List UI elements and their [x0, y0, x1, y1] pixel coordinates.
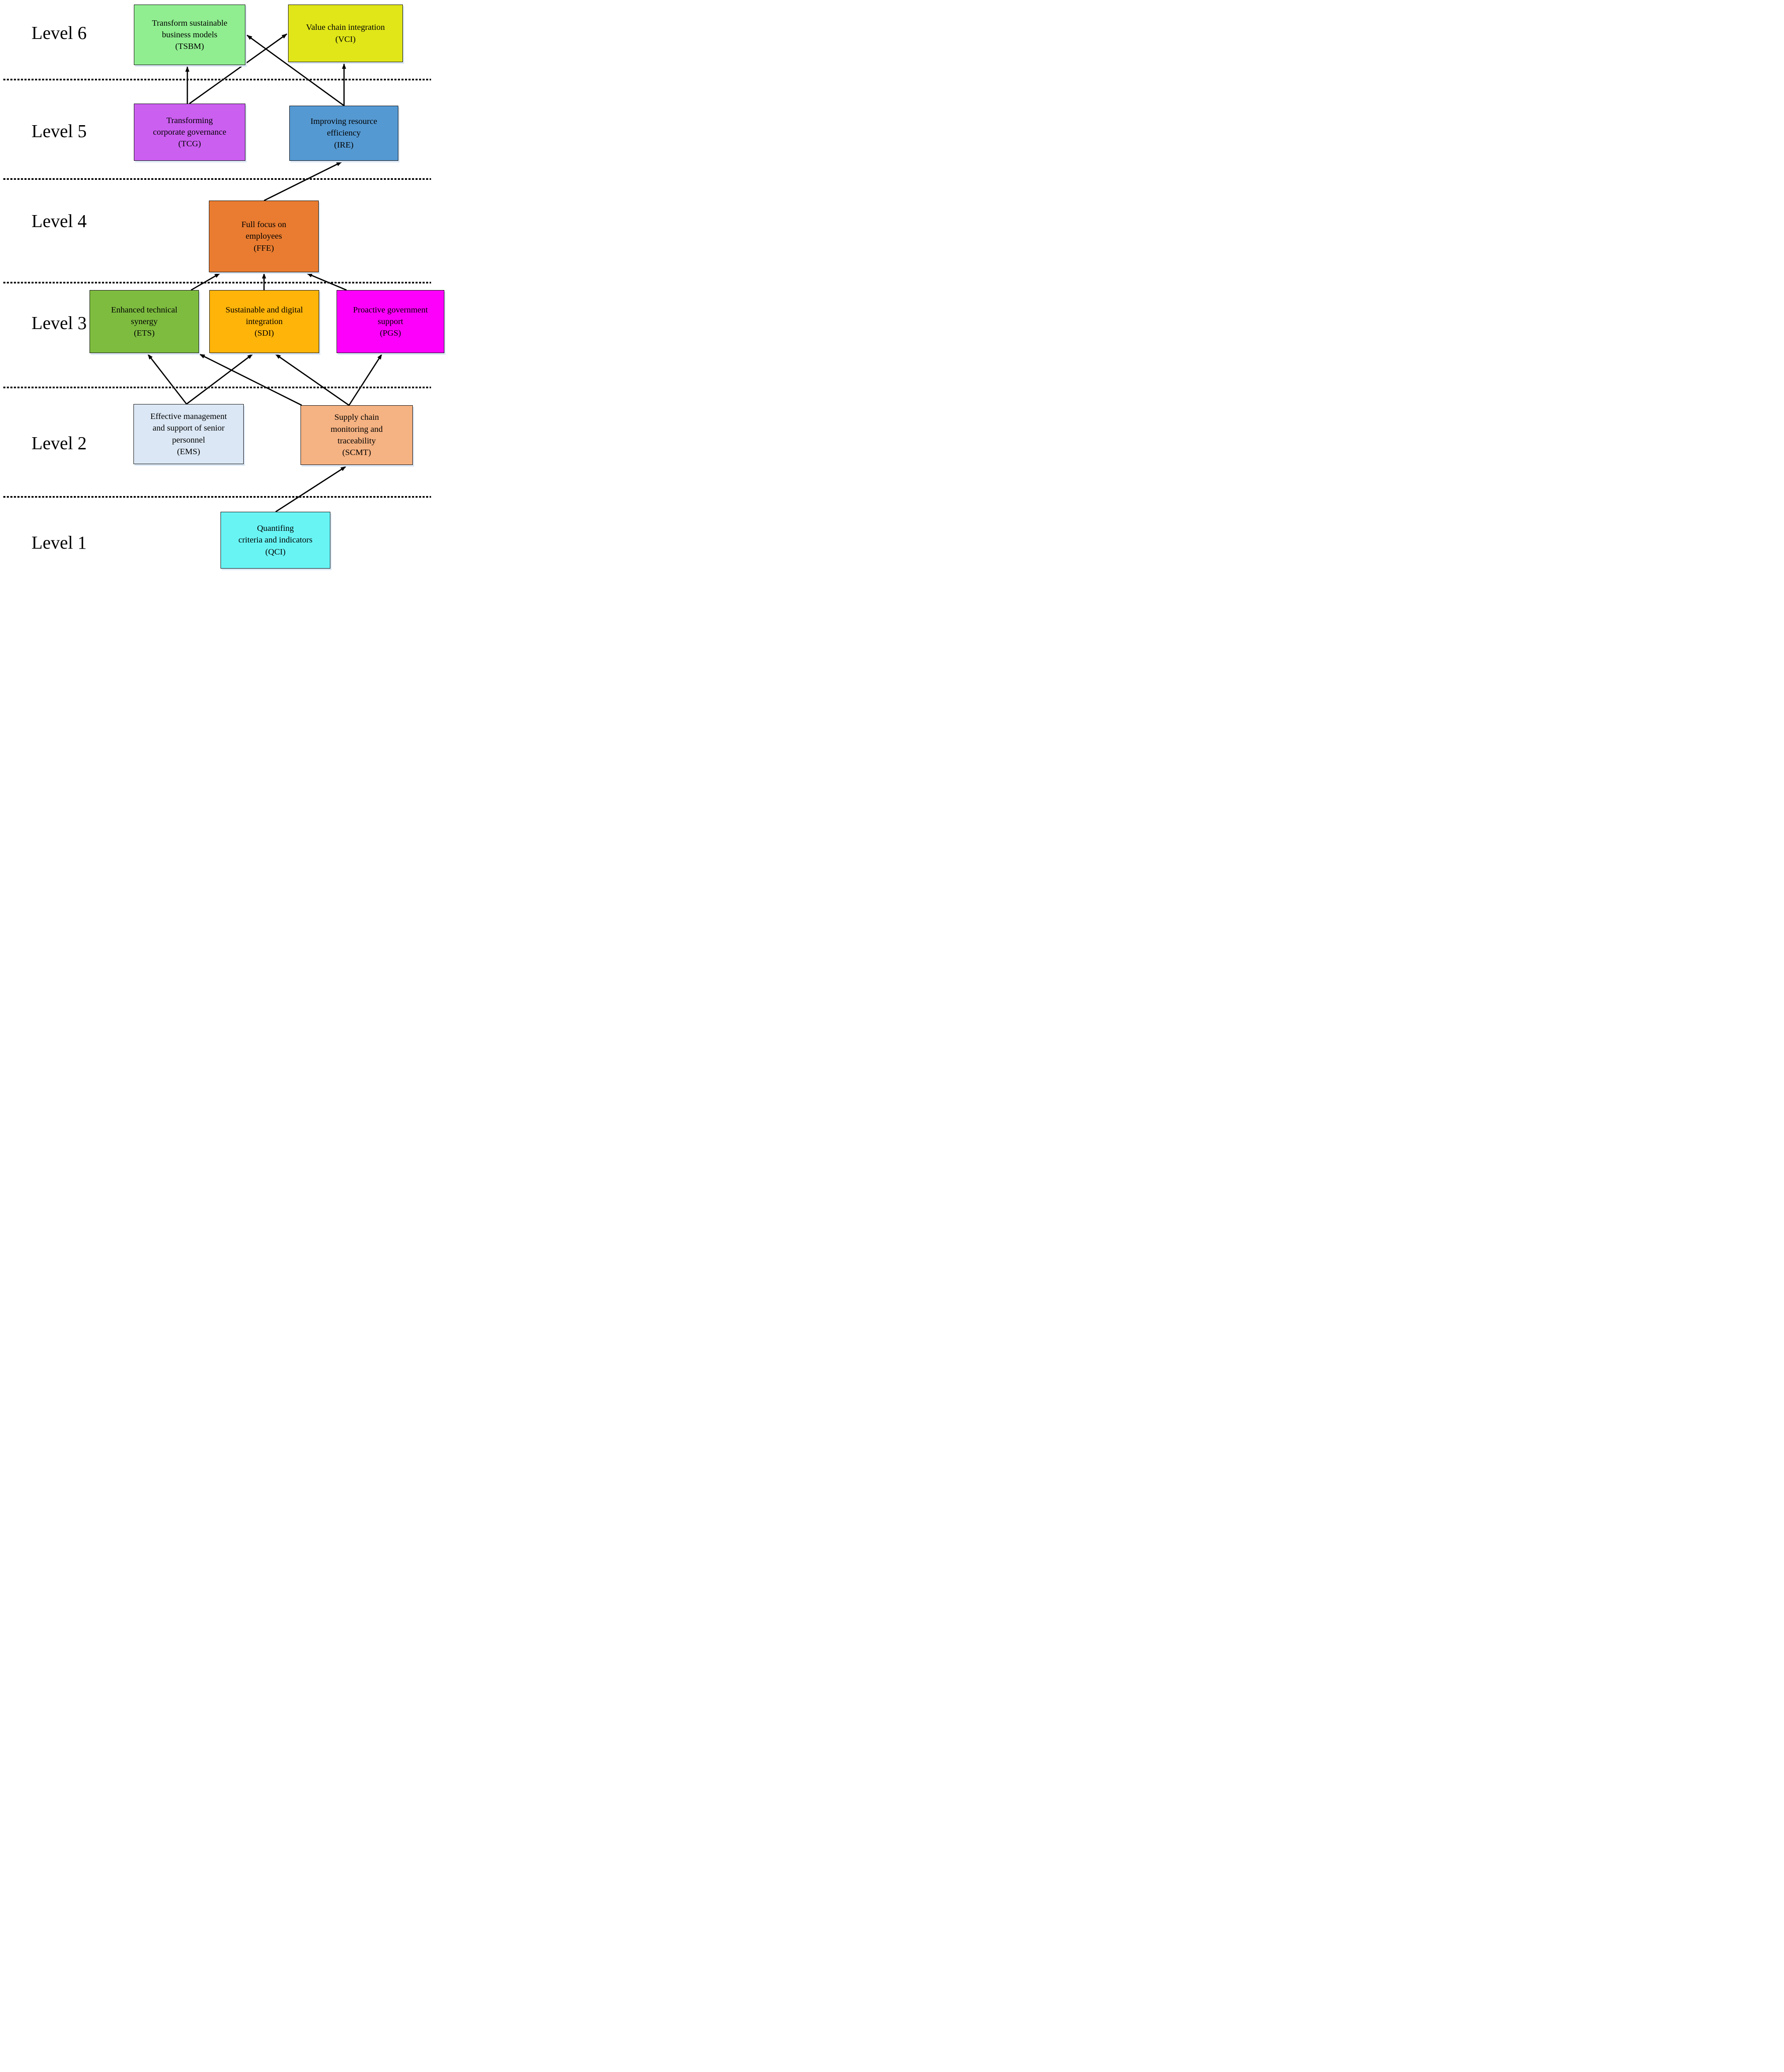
level-separator-2-1	[3, 496, 431, 498]
arrow-scmt-ets	[199, 353, 302, 406]
level-separator-3-2	[3, 387, 431, 388]
arrow-scmt-sdi	[275, 353, 349, 406]
box-ire: Improving resource efficiency (IRE)	[289, 106, 398, 161]
arrow-ems-sdi	[186, 353, 253, 405]
level-label-1: Level 1	[32, 533, 87, 553]
level-label-3: Level 3	[32, 313, 87, 333]
box-scmt: Supply chain monitoring and traceability…	[301, 405, 413, 465]
box-pgs: Proactive government support (PGS)	[337, 290, 444, 353]
box-ems: Effective management and support of seni…	[133, 404, 244, 464]
box-sdi: Sustainable and digital integration (SDI…	[209, 290, 319, 353]
arrow-scmt-pgs	[348, 354, 383, 406]
level-label-4: Level 4	[32, 211, 87, 231]
level-separator-4-3	[3, 282, 431, 283]
arrow-ffe-ire	[264, 161, 342, 201]
level-label-6: Level 6	[32, 23, 87, 43]
box-ffe: Full focus on employees (FFE)	[209, 201, 319, 272]
arrow-layer	[147, 33, 383, 513]
level-separator-5-4	[3, 178, 431, 180]
box-ets: Enhanced technical synergy (ETS)	[90, 290, 199, 353]
level-separator-6-5	[3, 79, 431, 80]
box-tsbm: Transform sustainable business models (T…	[134, 5, 245, 65]
arrow-qci-scmt	[275, 466, 346, 513]
box-qci: Quantifing criteria and indicators (QCI)	[221, 512, 330, 569]
level-label-5: Level 5	[32, 121, 87, 141]
arrow-ems-ets	[147, 354, 187, 404]
level-label-2: Level 2	[32, 433, 87, 453]
box-vci: Value chain integration (VCI)	[288, 5, 403, 62]
box-tcg: Transforming corporate governance (TCG)	[134, 104, 245, 161]
ism-level-diagram: Level 6 Level 5 Level 4 Level 3 Level 2 …	[0, 0, 446, 570]
